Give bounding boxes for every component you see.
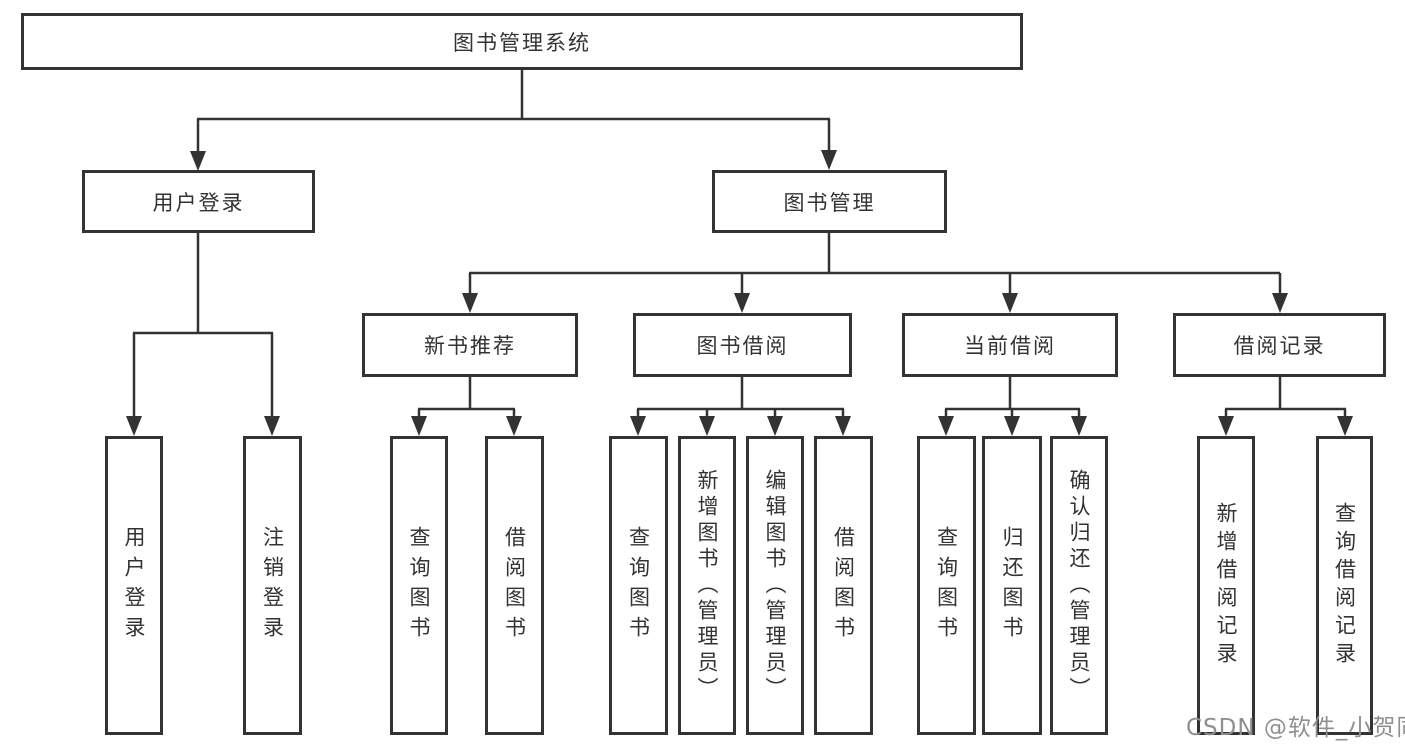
- node-user-login: 用户登录: [82, 170, 315, 233]
- node-leaf-query-books-3: 查询图书: [917, 436, 976, 735]
- node-leaf-query-books-1: 查询图书: [390, 436, 448, 735]
- node-leaf-user-login: 用户登录: [105, 436, 163, 735]
- node-borrowing-records: 借阅记录: [1173, 313, 1386, 377]
- node-system-root: 图书管理系统: [21, 13, 1023, 70]
- node-leaf-query-borrow-record: 查询借阅记录: [1316, 436, 1373, 735]
- node-leaf-borrow-books-2: 借阅图书: [814, 436, 873, 735]
- node-leaf-add-borrow-record: 新增借阅记录: [1197, 436, 1255, 735]
- node-book-borrowing: 图书借阅: [633, 313, 852, 377]
- node-leaf-query-books-2: 查询图书: [609, 436, 668, 735]
- node-current-borrowing: 当前借阅: [902, 313, 1118, 377]
- node-leaf-add-book-admin: 新增图书（管理员）: [678, 436, 736, 735]
- node-leaf-return-book: 归还图书: [982, 436, 1042, 735]
- node-leaf-edit-book-admin: 编辑图书（管理员）: [746, 436, 804, 735]
- node-new-book-recommend: 新书推荐: [362, 313, 578, 377]
- node-book-management: 图书管理: [712, 170, 947, 233]
- node-leaf-borrow-books-1: 借阅图书: [485, 436, 544, 735]
- node-leaf-logout: 注销登录: [243, 436, 302, 735]
- csdn-watermark: CSDN @软件_小贺同学: [1186, 715, 1405, 741]
- node-leaf-confirm-return-admin: 确认归还（管理员）: [1050, 436, 1108, 735]
